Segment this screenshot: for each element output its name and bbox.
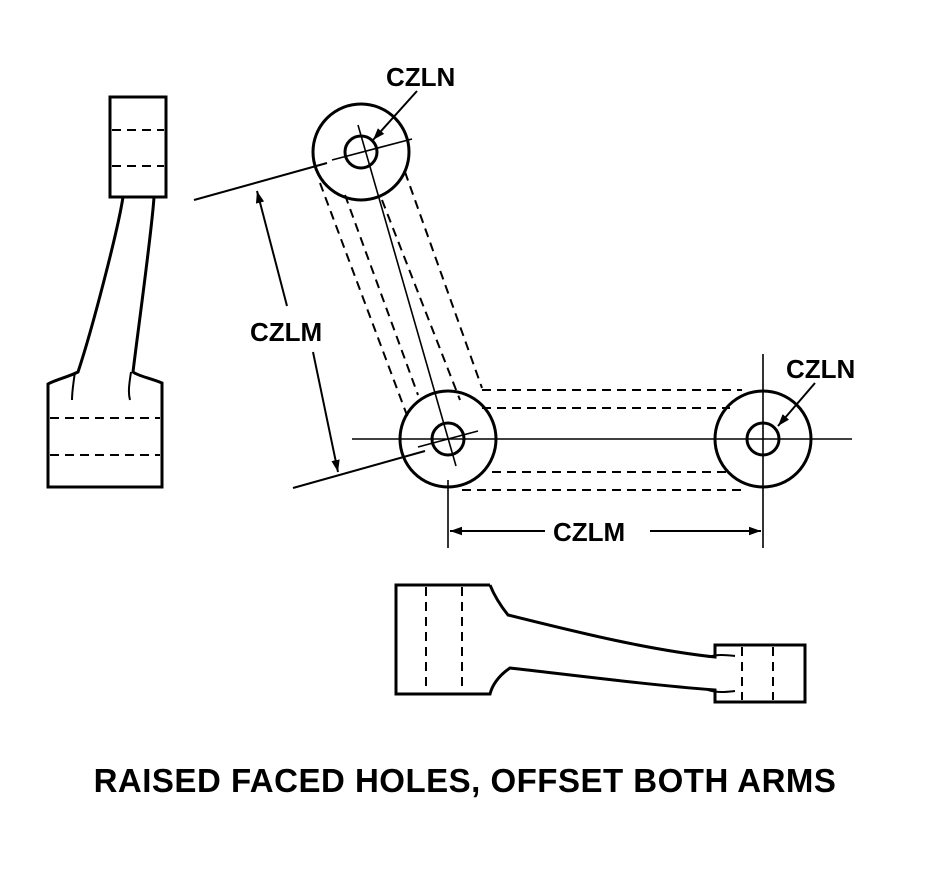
- plan-view: CZLN CZLN CZLM CZLM: [193, 62, 855, 548]
- top-boss: [311, 102, 411, 202]
- bottom-side-view: [394, 583, 807, 704]
- left-side-view: [46, 95, 168, 489]
- label-hole-dia-right: CZLN: [786, 354, 855, 384]
- drawing-caption: RAISED FACED HOLES, OFFSET BOTH ARMS: [93, 762, 837, 799]
- label-center-dist-angled: CZLM: [250, 317, 322, 347]
- label-hole-dia-top: CZLN: [386, 62, 455, 92]
- label-center-dist-horizontal: CZLM: [553, 517, 625, 547]
